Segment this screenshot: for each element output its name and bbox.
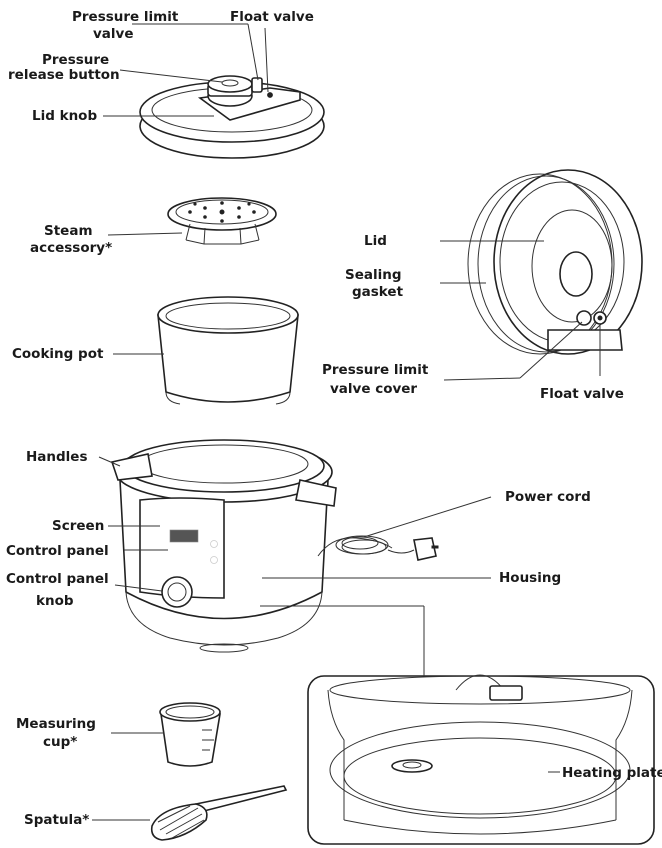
label-heating-plate: Heating plate [562, 765, 662, 781]
label-control-panel-knob: Control panel knob [6, 571, 113, 609]
label-housing: Housing [499, 570, 561, 586]
label-pressure-limit-valve: Pressure limit valve [72, 9, 183, 42]
spatula-illustration [150, 785, 288, 841]
label-cooking-pot: Cooking pot [12, 346, 104, 362]
label-float-valve-side: Float valve [540, 386, 624, 402]
steam-accessory-illustration [167, 197, 277, 245]
label-pressure-release-button: Pressure release button [8, 52, 120, 83]
heating-plate-inset [307, 674, 655, 845]
power-cord-illustration [317, 535, 439, 561]
label-control-panel: Control panel [6, 543, 109, 559]
measuring-cup-illustration [159, 702, 221, 767]
label-steam-accessory: Steam accessory* [30, 223, 112, 256]
label-screen: Screen [52, 518, 104, 534]
cooking-pot-illustration [157, 296, 299, 405]
label-power-cord: Power cord [505, 489, 591, 505]
label-spatula: Spatula* [24, 812, 89, 828]
label-measuring-cup: Measuring cup* [16, 716, 101, 750]
lid-illustration [139, 75, 325, 159]
label-float-valve-top: Float valve [230, 9, 314, 25]
cooker-body-illustration [110, 439, 337, 653]
lid-side-illustration [467, 169, 643, 355]
label-handles: Handles [26, 449, 88, 465]
label-lid: Lid [364, 233, 387, 249]
label-lid-knob: Lid knob [32, 108, 97, 124]
label-pressure-limit-valve-cover: Pressure limit valve cover [322, 362, 433, 397]
label-sealing-gasket: Sealing gasket [345, 267, 406, 300]
